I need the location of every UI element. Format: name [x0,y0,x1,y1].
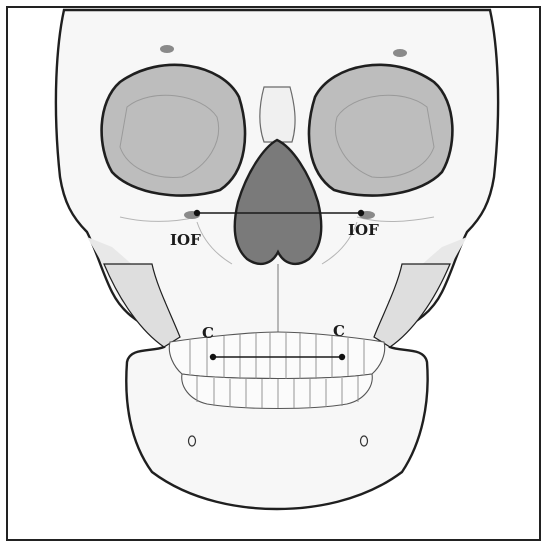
iof-left-point [194,210,200,216]
iof-left-label: IOF [170,231,201,249]
left-supraorbital-foramen [160,45,174,53]
iof-right-label: IOF [348,221,379,239]
c-left-point [210,354,216,360]
figure-frame: IOF IOF C C [6,6,541,541]
lower-dental-arch [182,374,373,409]
nasal-bones [260,87,295,142]
skull-diagram: IOF IOF C C [8,8,539,539]
c-right-point [339,354,345,360]
right-supraorbital-foramen [393,49,407,57]
c-right-label: C [333,322,345,340]
c-left-label: C [202,324,214,342]
iof-right-point [358,210,364,216]
